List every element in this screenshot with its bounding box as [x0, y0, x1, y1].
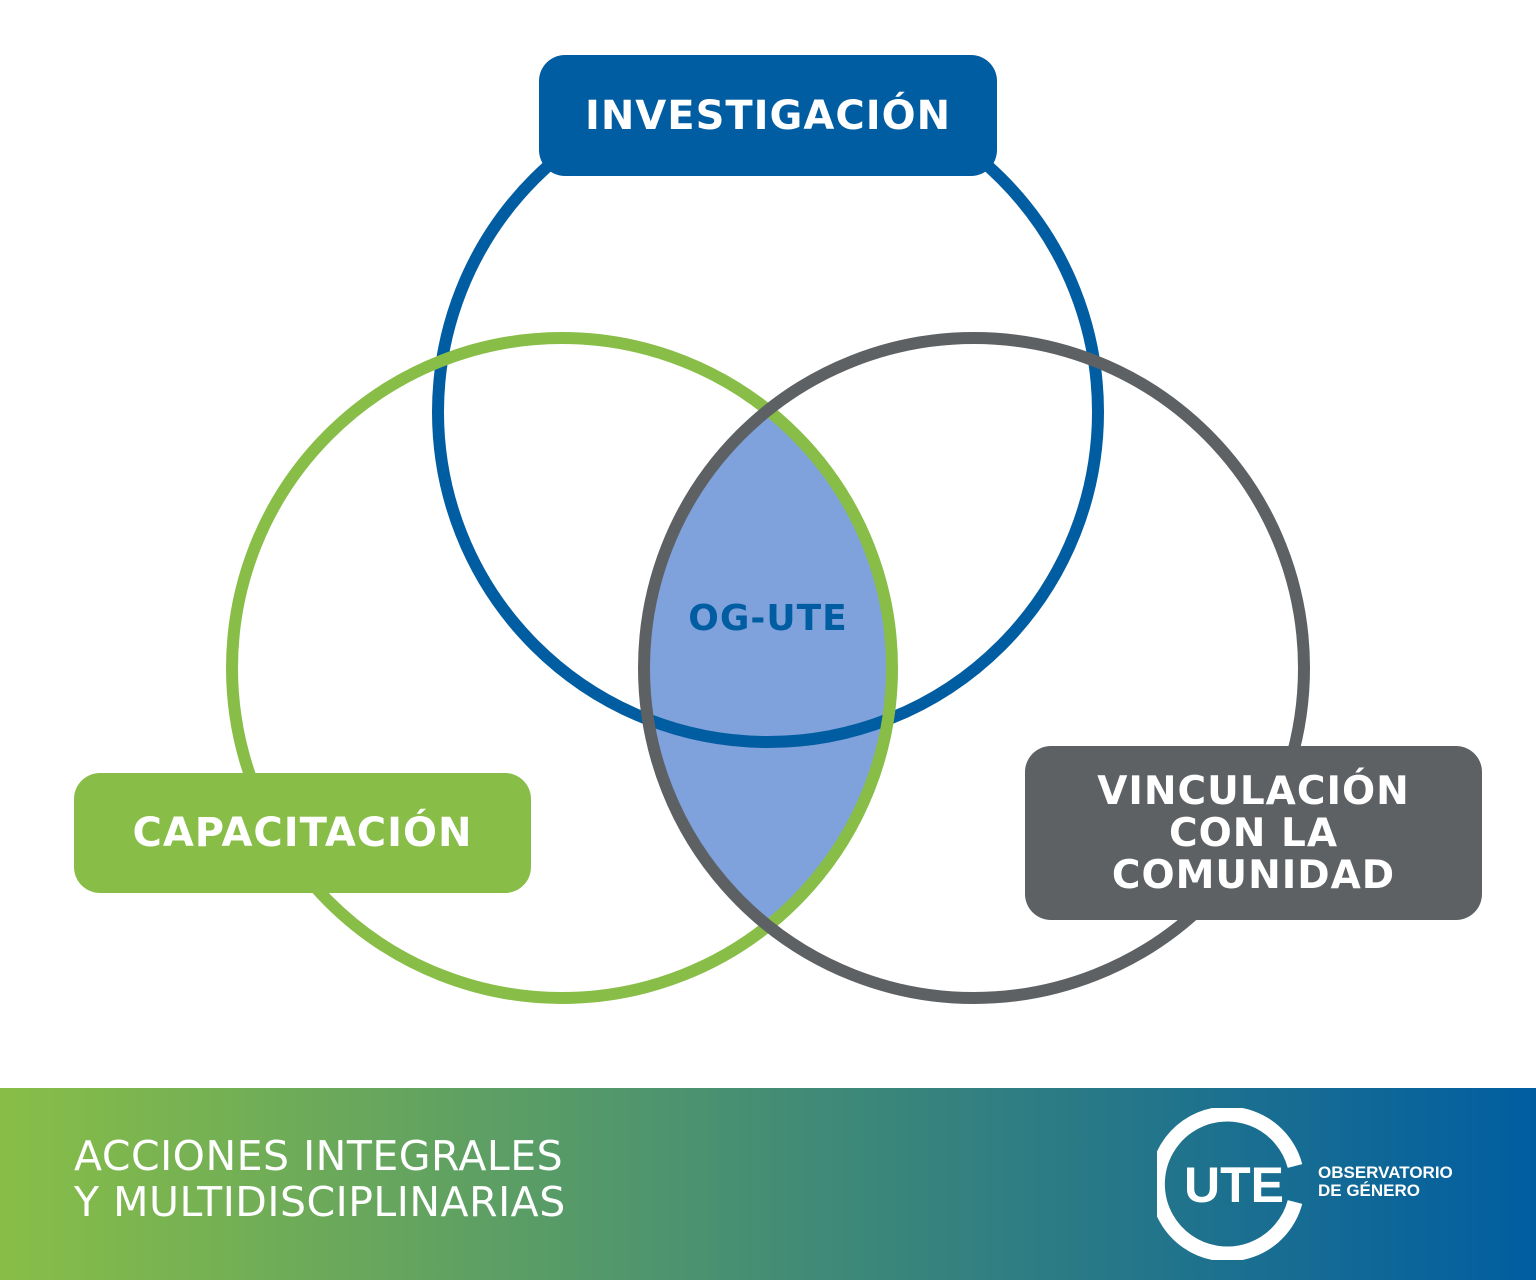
vinculacion-circle — [638, 332, 1310, 1004]
ute-logo-subtitle: OBSERVATORIO DE GÉNERO — [1318, 1163, 1453, 1200]
investigacion-label: INVESTIGACIÓN — [539, 55, 997, 176]
ute-logo-mark: UTE — [1184, 1157, 1284, 1213]
og-ute-label: OG-UTE — [688, 598, 848, 639]
venn-diagram — [226, 76, 1310, 1004]
ute-logo: UTE — [1157, 1108, 1303, 1260]
capacitacion-circle — [226, 332, 898, 1004]
ute-logo-ring-icon — [1157, 1108, 1303, 1260]
capacitacion-label: CAPACITACIÓN — [74, 773, 531, 893]
footer-banner — [0, 1088, 1536, 1280]
footer-title: ACCIONES INTEGRALES Y MULTIDISCIPLINARIA… — [74, 1132, 566, 1226]
vinculacion-label: VINCULACIÓN CON LA COMUNIDAD — [1025, 746, 1482, 920]
center-intersection — [644, 338, 892, 998]
